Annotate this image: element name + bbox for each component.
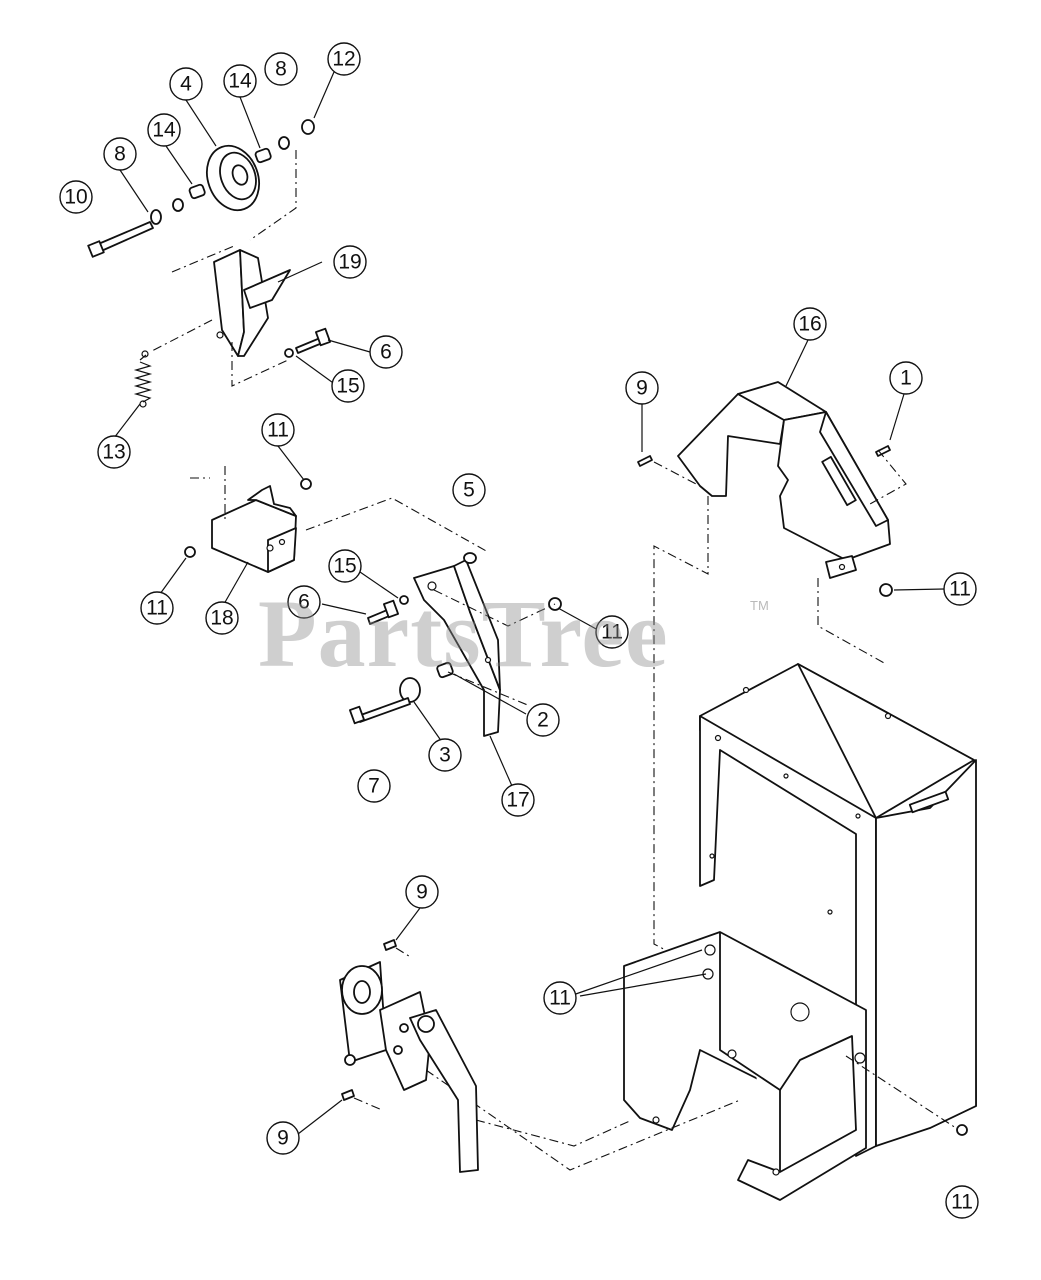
svg-text:9: 9	[277, 1127, 289, 1150]
svg-text:11: 11	[146, 597, 168, 620]
svg-text:13: 13	[102, 441, 125, 464]
svg-text:4: 4	[180, 73, 192, 96]
svg-text:15: 15	[336, 375, 359, 398]
svg-text:8: 8	[114, 143, 126, 166]
svg-text:5: 5	[463, 479, 475, 502]
callout-9: 9	[625, 371, 659, 405]
callout-6: 6	[287, 585, 321, 619]
callout-11: 11	[140, 591, 174, 625]
svg-text:14: 14	[152, 119, 176, 142]
svg-text:9: 9	[636, 377, 648, 400]
callout-16: 16	[793, 307, 827, 341]
callout-11: 11	[595, 615, 629, 649]
svg-text:6: 6	[380, 341, 392, 364]
svg-text:11: 11	[267, 419, 289, 442]
svg-text:15: 15	[333, 555, 356, 578]
housing	[425, 663, 977, 1201]
partstree-watermark: PartsTree	[258, 580, 669, 687]
callout-7: 7	[357, 769, 391, 803]
svg-text:11: 11	[949, 578, 971, 601]
svg-text:11: 11	[549, 987, 571, 1010]
svg-text:9: 9	[416, 881, 428, 904]
callout-10: 10	[59, 180, 93, 214]
callout-15: 15	[328, 549, 362, 583]
callout-5: 5	[452, 473, 486, 507]
callout-11: 11	[945, 1185, 979, 1219]
callout-15: 15	[331, 369, 365, 403]
callout-4: 4	[169, 67, 203, 101]
cover-16	[637, 381, 907, 969]
callout-14: 14	[223, 64, 257, 98]
callout-3: 3	[428, 738, 462, 772]
svg-text:11: 11	[951, 1191, 973, 1214]
callout-6: 6	[369, 335, 403, 369]
callout-1: 1	[889, 361, 923, 395]
svg-text:17: 17	[506, 789, 529, 812]
svg-text:16: 16	[798, 313, 821, 336]
callout-2: 2	[526, 703, 560, 737]
callout-11: 11	[543, 981, 577, 1015]
callout-14: 14	[147, 113, 181, 147]
callouts: 4 14 8 12 14 8 10 19 6 15 13 11 5 11 18 …	[59, 42, 979, 1219]
svg-text:1: 1	[900, 367, 912, 390]
callout-8: 8	[264, 52, 298, 86]
svg-text:14: 14	[228, 70, 252, 93]
idler-pulley-assembly	[87, 119, 331, 408]
svg-text:8: 8	[275, 58, 287, 81]
svg-text:12: 12	[332, 48, 355, 71]
callout-8: 8	[103, 137, 137, 171]
trademark-mark: TM	[750, 598, 769, 613]
svg-text:18: 18	[210, 607, 233, 630]
svg-text:7: 7	[368, 775, 380, 798]
bracket-18	[184, 466, 489, 573]
callout-17: 17	[501, 783, 535, 817]
callout-9: 9	[266, 1121, 300, 1155]
svg-text:6: 6	[298, 591, 310, 614]
svg-text:10: 10	[64, 186, 87, 209]
svg-text:3: 3	[439, 744, 451, 767]
callout-11: 11	[261, 413, 295, 447]
svg-text:19: 19	[338, 251, 361, 274]
svg-text:2: 2	[537, 709, 549, 732]
callout-12: 12	[327, 42, 361, 76]
svg-text:11: 11	[601, 621, 623, 644]
assembled-lever	[339, 939, 479, 1173]
callout-19: 19	[333, 245, 367, 279]
callout-11: 11	[943, 572, 977, 606]
callout-18: 18	[205, 601, 239, 635]
leader-lines	[113, 71, 945, 1135]
callout-13: 13	[97, 435, 131, 469]
lever-assembly	[349, 552, 562, 737]
callout-9: 9	[405, 875, 439, 909]
